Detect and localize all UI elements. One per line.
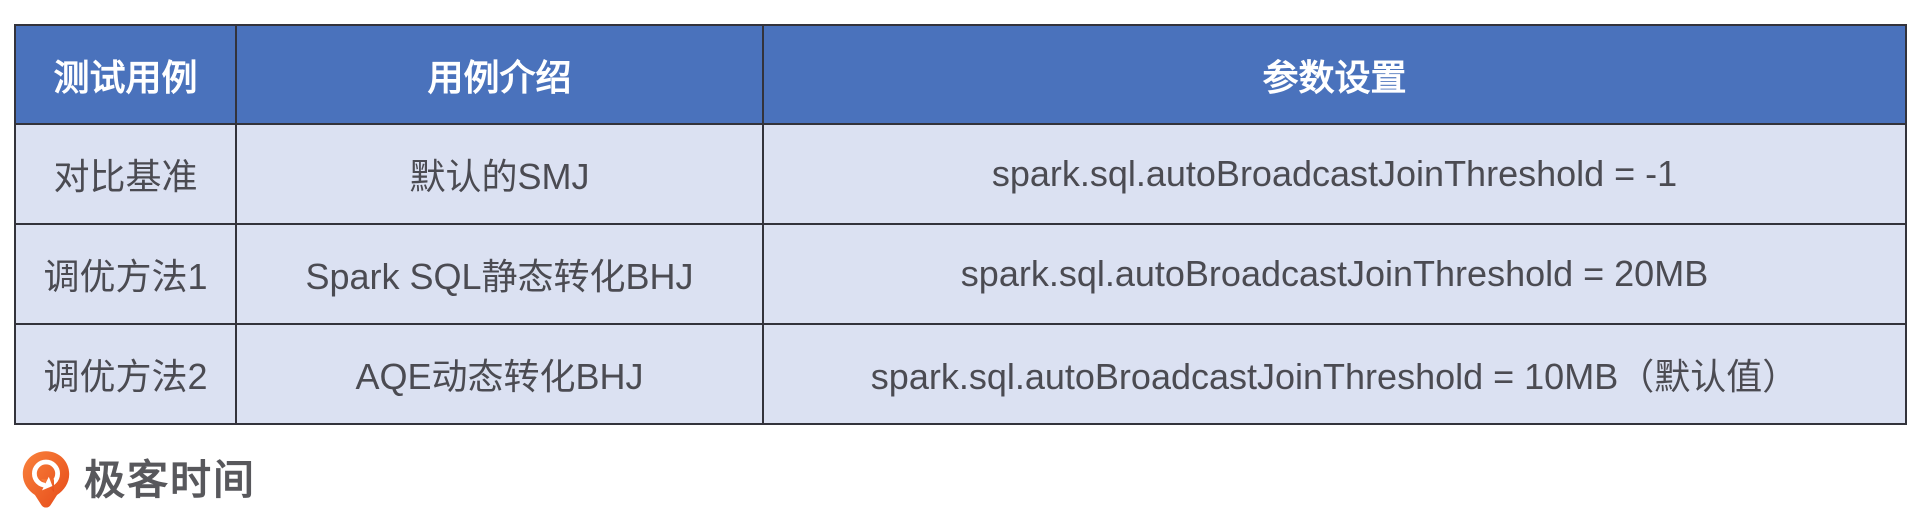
spark-tuning-comparison-table: 测试用例 用例介绍 参数设置 对比基准 默认的SMJ spark.sql.aut… bbox=[14, 24, 1907, 425]
cell-test-case: 调优方法1 bbox=[14, 223, 237, 325]
table-row-baseline: 对比基准 默认的SMJ spark.sql.autoBroadcastJoinT… bbox=[14, 123, 1907, 225]
table-row-tuning-method-2: 调优方法2 AQE动态转化BHJ spark.sql.autoBroadcast… bbox=[14, 323, 1907, 425]
column-header-case-intro: 用例介绍 bbox=[235, 24, 764, 125]
cell-test-case: 调优方法2 bbox=[14, 323, 237, 425]
cell-param-settings: spark.sql.autoBroadcastJoinThreshold = 1… bbox=[762, 323, 1907, 425]
cell-param-settings: spark.sql.autoBroadcastJoinThreshold = 2… bbox=[762, 223, 1907, 325]
cell-case-intro: AQE动态转化BHJ bbox=[235, 323, 764, 425]
geektime-logo: 极客时间 bbox=[22, 450, 256, 510]
cell-test-case: 对比基准 bbox=[14, 123, 237, 225]
geektime-logo-text: 极客时间 bbox=[84, 456, 256, 503]
table-row-tuning-method-1: 调优方法1 Spark SQL静态转化BHJ spark.sql.autoBro… bbox=[14, 223, 1907, 325]
cell-param-settings: spark.sql.autoBroadcastJoinThreshold = -… bbox=[762, 123, 1907, 225]
cell-case-intro: 默认的SMJ bbox=[235, 123, 764, 225]
column-header-param-settings: 参数设置 bbox=[762, 24, 1907, 125]
header-row: 测试用例 用例介绍 参数设置 bbox=[14, 24, 1907, 125]
column-header-test-case: 测试用例 bbox=[14, 24, 237, 125]
cell-case-intro: Spark SQL静态转化BHJ bbox=[235, 223, 764, 325]
geektime-pin-icon bbox=[22, 451, 70, 508]
